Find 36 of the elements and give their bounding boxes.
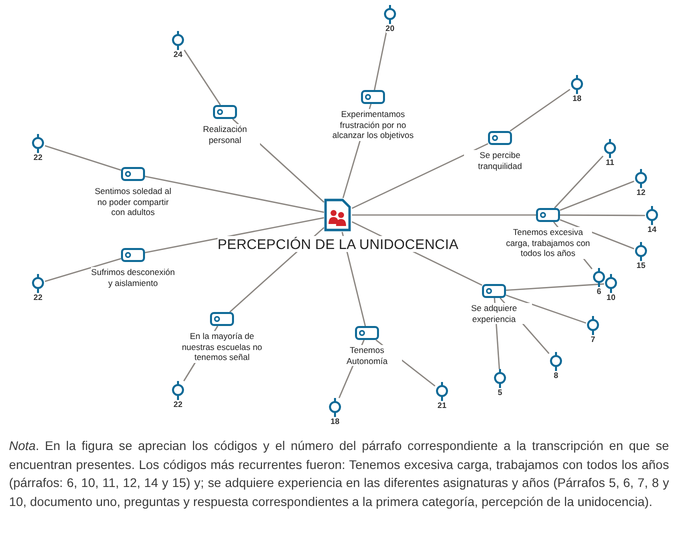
connector-line xyxy=(352,214,536,216)
category-title: PERCEPCIÓN DE LA UNIDOCENCIA xyxy=(218,236,458,252)
connector-line xyxy=(506,294,586,324)
code-label: Tenemos excesiva carga, trabajamos con todos los años xyxy=(504,227,592,258)
paragraph-number: 12 xyxy=(636,188,646,197)
paragraph-number: 22 xyxy=(34,293,42,302)
connector-line xyxy=(144,176,324,213)
connector-line xyxy=(184,50,221,106)
paragraph-number: 22 xyxy=(174,400,182,409)
paragraph-number: 18 xyxy=(572,94,582,103)
code-label: Experimentamos frustración por no alcanzar los objetivos xyxy=(332,109,414,140)
code-label: Sufrimos desconexión y aislamiento xyxy=(91,267,175,288)
connector-line xyxy=(44,145,122,171)
paragraph-number: 7 xyxy=(590,335,596,344)
paragraph-number: 24 xyxy=(174,50,182,59)
code-label: En la mayoría de nuestras escuelas no tenemos señal xyxy=(181,331,263,362)
paragraph-number: 20 xyxy=(386,24,394,33)
paragraph-number: 18 xyxy=(330,417,340,426)
connector-line xyxy=(554,156,604,208)
connector-line xyxy=(506,283,604,291)
connector-line xyxy=(44,258,122,282)
paragraph-number: 5 xyxy=(498,388,502,397)
paragraph-number: 10 xyxy=(606,293,616,302)
paragraph-number: 22 xyxy=(34,153,42,162)
connector-line xyxy=(560,214,645,216)
paragraph-number: 8 xyxy=(554,371,558,380)
caption: Nota. En la figura se aprecian los códigos y el número del párrafo correspondiente a la transcripción en que se encuentran presentes. Los códigos más recurrentes fueron: Tenemos excesiva carga, trabajamos con todos los años (párrafos: 6, 10, 11, 12, 14 y 15) y; se adquiere experiencia en las diferentes asignaturas y años (Párrafos 5, 6, 7, 8 y 10, documento uno, preguntas y respuesta correspondientes a la primera categoría, percepción de la unidocencia). xyxy=(9,438,669,511)
connector-line xyxy=(352,143,488,209)
paragraph-number: 21 xyxy=(438,401,446,410)
paragraph-number: 6 xyxy=(596,287,602,296)
connector-line xyxy=(560,180,634,211)
paragraph-number: 15 xyxy=(636,261,646,270)
connector-line xyxy=(510,88,570,132)
paragraph-number: 14 xyxy=(648,225,656,234)
paragraph-number: 11 xyxy=(606,158,614,167)
connector-line xyxy=(144,217,324,254)
